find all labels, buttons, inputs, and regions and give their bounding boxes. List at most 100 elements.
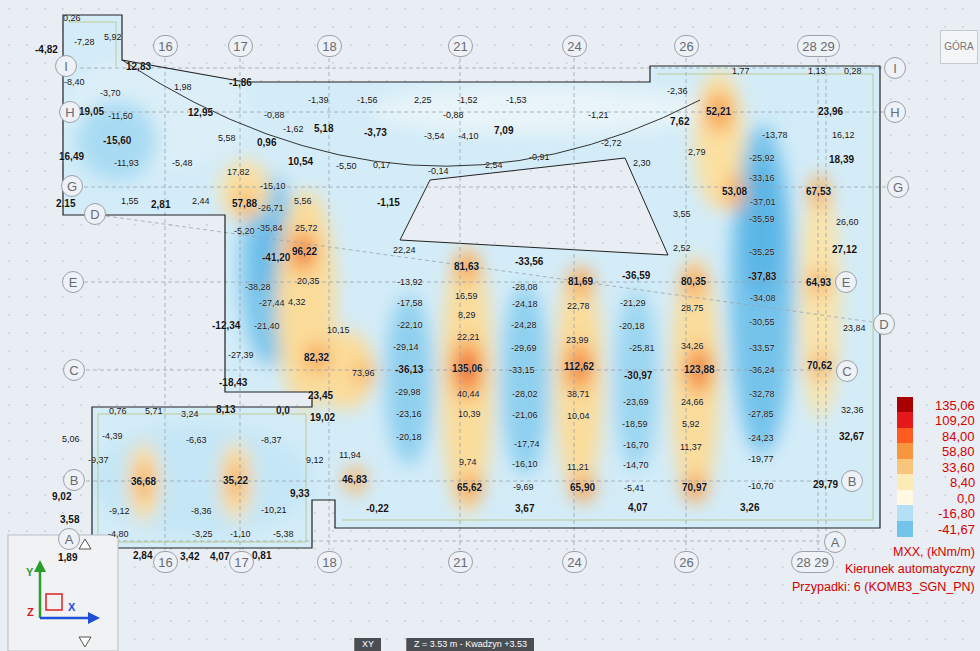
legend-value: 0,0 <box>957 492 975 505</box>
moment-value: -25,81 <box>629 344 655 353</box>
moment-value: -7,28 <box>74 38 95 47</box>
moment-value: -33,57 <box>749 344 775 353</box>
moment-value: -28,08 <box>512 283 538 292</box>
node-text: 28 29 <box>802 40 835 53</box>
moment-value: -35,84 <box>257 224 283 233</box>
grid-axis-bubble: 26 <box>674 35 699 57</box>
moment-value: 32,36 <box>841 406 864 415</box>
grid-axis-bubble: 26 <box>674 551 699 573</box>
moment-value: -20,18 <box>396 433 422 442</box>
node-text: 21 <box>453 556 467 569</box>
moment-value: 73,96 <box>352 369 375 378</box>
moment-value: -5,38 <box>273 530 294 539</box>
moment-value: 7,62 <box>670 117 689 127</box>
legend-value: 8,40 <box>950 476 975 489</box>
axis-letter: X <box>68 602 75 613</box>
moment-value: 16,59 <box>455 292 478 301</box>
moment-value: 3,42 <box>180 552 199 562</box>
moment-value: 64,93 <box>806 278 831 288</box>
legend-value: 84,00 <box>942 430 975 443</box>
moment-value: 9,12 <box>306 456 324 465</box>
moment-value: 23,96 <box>818 107 843 117</box>
moment-value: 5,92 <box>682 420 700 429</box>
node-text: 24 <box>567 556 581 569</box>
grid-axis-bubble: 16 <box>153 551 178 573</box>
moment-value: -11,50 <box>108 112 133 121</box>
legend-caption: MXX, (kNm/m) <box>893 546 975 559</box>
moment-value: -1,86 <box>229 78 252 88</box>
moment-value: 46,83 <box>342 475 367 485</box>
moment-value: 70,62 <box>807 361 832 371</box>
node-text: G <box>67 180 77 193</box>
moment-value: -19,77 <box>748 455 774 464</box>
moment-value: 67,53 <box>806 187 831 197</box>
moment-value: 8,13 <box>216 405 235 415</box>
moment-value: -25,92 <box>749 154 775 163</box>
moment-value: 0,0 <box>276 406 290 416</box>
moment-value: -37,83 <box>748 272 776 282</box>
moment-value: 7,09 <box>494 126 513 136</box>
moment-value: -37,01 <box>750 198 776 207</box>
moment-value: 36,68 <box>131 477 156 487</box>
legend-swatch <box>897 428 913 444</box>
moment-value: 23,45 <box>308 391 333 401</box>
moment-value: -33,15 <box>509 366 535 375</box>
moment-value: -26,71 <box>258 204 284 213</box>
moment-value: 11,94 <box>339 451 361 460</box>
moment-value: -30,97 <box>624 371 652 381</box>
moment-value: 5,92 <box>104 33 122 42</box>
moment-value: -21,40 <box>254 322 280 331</box>
legend-swatch <box>897 490 913 506</box>
grid-axis-bubble: G <box>61 175 83 197</box>
axis-letter: Y <box>26 567 33 578</box>
legend-swatch <box>897 459 913 475</box>
legend-swatch <box>897 412 913 428</box>
moment-value: -5,20 <box>234 227 255 236</box>
moment-value: 2,79 <box>688 148 706 157</box>
node-text: I <box>64 60 68 73</box>
moment-value: -29,98 <box>395 388 421 397</box>
moment-value: -33,56 <box>515 257 543 267</box>
grid-axis-bubble: I <box>55 55 77 77</box>
moment-value: 26,60 <box>836 218 859 227</box>
moment-value: -21,06 <box>512 411 538 420</box>
moment-value: -9,12 <box>109 507 130 516</box>
moment-value: 2,81 <box>151 200 170 210</box>
moment-value: 16,49 <box>59 152 84 162</box>
moment-value: 10,39 <box>458 410 481 419</box>
moment-value: 4,32 <box>288 298 306 307</box>
grid-axis-bubble: A <box>824 531 846 553</box>
grid-axis-bubble: C <box>63 359 85 381</box>
moment-value: 3,26 <box>740 503 759 513</box>
moment-value: 2,84 <box>133 551 152 561</box>
moment-value: -8,36 <box>191 507 212 516</box>
moment-value: 0,76 <box>109 407 127 416</box>
node-text: 17 <box>234 556 248 569</box>
moment-value: 34,26 <box>681 342 704 351</box>
moment-value: -23,69 <box>623 398 649 407</box>
moment-value: 35,22 <box>223 476 248 486</box>
node-text: 16 <box>158 40 172 53</box>
moment-value: 0,17 <box>373 161 391 170</box>
moment-value: -5,50 <box>336 162 357 171</box>
moment-value: -10,70 <box>748 482 774 491</box>
moment-value: 8,29 <box>458 311 476 320</box>
moment-value: 28,75 <box>681 304 704 313</box>
node-text: A <box>65 533 74 546</box>
moment-value: -4,80 <box>108 530 129 539</box>
grid-axis-bubble: D <box>84 203 106 225</box>
node-text: Z = 3.53 m - Kwadzyn +3.53 <box>414 640 527 649</box>
moment-value: -4,10 <box>458 132 479 141</box>
grid-axis-bubble: 17 <box>228 35 253 57</box>
moment-value: -13,78 <box>762 131 788 140</box>
moment-value: 11,37 <box>680 443 702 452</box>
moment-value: 1,89 <box>58 553 77 563</box>
moment-value: 2,30 <box>633 159 651 168</box>
moment-value: -1,10 <box>230 530 251 539</box>
moment-value: -8,37 <box>261 436 282 445</box>
moment-value: -17,74 <box>514 440 540 449</box>
node-text: B <box>70 474 79 487</box>
node-text: D <box>90 208 99 221</box>
moment-value: -21,29 <box>620 299 646 308</box>
